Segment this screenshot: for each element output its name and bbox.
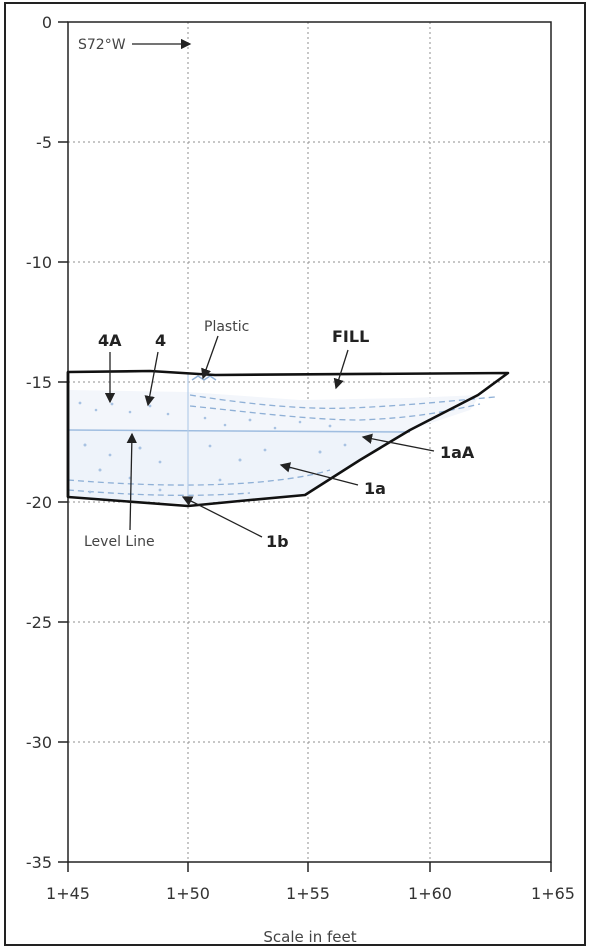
label-1a: 1a — [364, 479, 386, 498]
y-tick-labels: 0 -5 -10 -15 -20 -25 -30 -35 — [26, 13, 52, 872]
fill-label: FILL — [332, 327, 369, 346]
arrow-1aa — [361, 433, 435, 452]
plastic-arrow — [201, 335, 219, 380]
x-tick-label: 1+60 — [408, 884, 452, 903]
x-tick-marks — [67, 862, 552, 872]
y-tick-label: 0 — [42, 13, 52, 32]
y-tick-label: -25 — [26, 613, 52, 632]
y-tick-label: -15 — [26, 373, 52, 392]
x-axis-title: Scale in feet — [263, 928, 356, 946]
layer-1a-fill — [68, 430, 410, 504]
x-tick-label: 1+50 — [166, 884, 210, 903]
arrow-1b — [181, 496, 263, 538]
level-line — [67, 429, 411, 433]
orientation-label: S72°W — [78, 37, 126, 53]
x-tick-label: 1+55 — [286, 884, 330, 903]
plastic-label: Plastic — [204, 319, 249, 335]
level-line-label: Level Line — [84, 534, 155, 550]
label-4a: 4A — [98, 331, 122, 350]
x-tick-label: 1+45 — [46, 884, 90, 903]
soil-layers — [67, 372, 496, 505]
label-1b: 1b — [266, 532, 289, 551]
arrow-4 — [144, 351, 159, 407]
y-tick-label: -35 — [26, 853, 52, 872]
plastic-marker — [191, 375, 217, 381]
y-tick-label: -30 — [26, 733, 52, 752]
layer-4-fill — [68, 390, 480, 430]
figure-frame — [4, 2, 586, 946]
y-tick-marks — [58, 21, 68, 863]
y-tick-label: -10 — [26, 253, 52, 272]
arrow-1a — [279, 462, 359, 486]
label-1aa: 1aA — [440, 443, 475, 462]
fill-arrow — [333, 349, 349, 390]
label-4: 4 — [155, 331, 166, 350]
x-tick-labels: 1+45 1+50 1+55 1+60 1+65 — [46, 884, 575, 903]
y-tick-label: -5 — [36, 133, 52, 152]
level-line-arrow — [126, 432, 138, 531]
x-tick-label: 1+65 — [531, 884, 575, 903]
y-tick-label: -20 — [26, 493, 52, 512]
